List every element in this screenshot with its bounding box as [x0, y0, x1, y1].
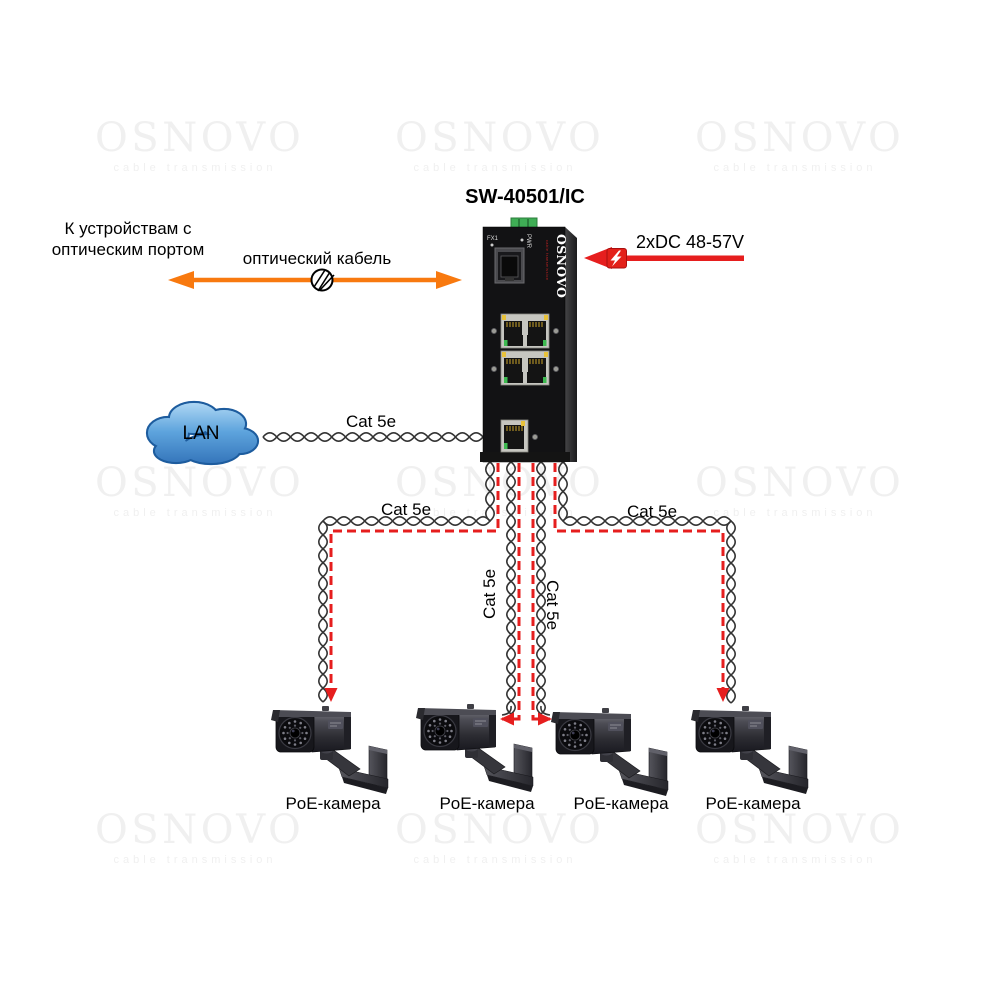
optical-destination-line1: К устройствам с [64, 219, 192, 238]
poe-run-camera-2 [500, 463, 521, 726]
power-label: 2xDC 48-57V [635, 232, 745, 252]
cat5e-cables [262, 432, 736, 716]
optical-link-arrow [168, 268, 462, 292]
lan-cloud [145, 400, 260, 466]
cat5e-right-label: Cat 5e [626, 502, 678, 521]
sfp-port [494, 247, 525, 284]
poe-dashed-runs [324, 463, 730, 726]
camera-4-label: PoE-камера [705, 794, 801, 813]
camera-2 [415, 703, 534, 793]
device-brand-sub: cable transmission [545, 240, 549, 281]
lan-label: LAN [182, 423, 220, 444]
cat5e-mid-right-label: Cat 5e [543, 579, 562, 631]
camera-1 [270, 705, 389, 795]
camera-1-label: PoE-камера [285, 794, 381, 813]
camera-3-label: PoE-камера [573, 794, 669, 813]
cat5e-left-label: Cat 5e [380, 500, 432, 519]
label-fx1: FX1 [487, 236, 499, 242]
label-pwr: PWR [525, 234, 531, 249]
switch-device: OSNOVO cable transmission FX1 PWR [480, 217, 577, 463]
rj45-port-uplink [500, 419, 539, 453]
camera-2-label: PoE-камера [439, 794, 535, 813]
lightning-icon [606, 248, 627, 269]
rj45-ports-poe [490, 313, 560, 386]
device-title: SW-40501/IC [465, 186, 585, 208]
power-arrow [584, 247, 744, 269]
optical-cable-label: оптический кабель [242, 249, 392, 268]
camera-4 [690, 705, 809, 795]
cat5e-mid-left-label: Cat 5e [480, 568, 499, 620]
optical-destination-line2: оптическим портом [51, 240, 205, 259]
optical-cable-symbol [310, 268, 335, 292]
cat5e-lan-label: Cat 5e [345, 412, 397, 431]
poe-run-camera-3 [531, 463, 552, 726]
camera-3 [550, 707, 669, 797]
device-brand: OSNOVO [554, 234, 569, 298]
poe-run-camera-1 [324, 463, 500, 702]
poe-run-camera-4 [553, 463, 730, 702]
